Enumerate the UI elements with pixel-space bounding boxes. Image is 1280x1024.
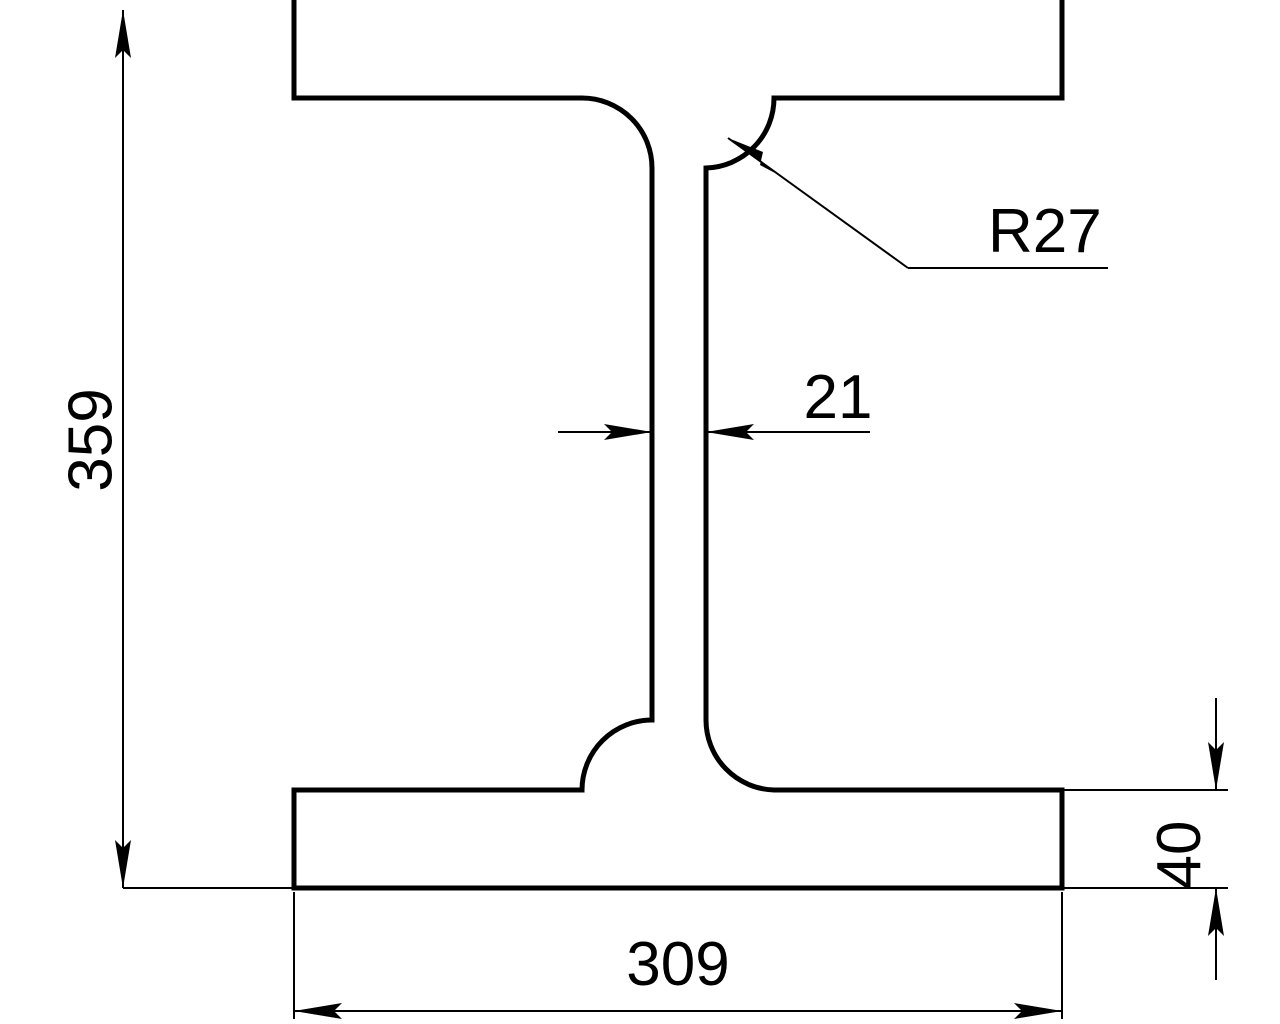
- dimension-label-web-thickness: 21: [804, 363, 873, 432]
- arrowhead-height-bottom: [115, 840, 131, 888]
- dimension-label-height: 359: [56, 388, 125, 491]
- dimension-label-width: 309: [626, 930, 729, 999]
- arrowhead-web-left: [604, 424, 652, 440]
- dimension-width-309: [293, 892, 1063, 1019]
- dimension-label-fillet-radius: R27: [988, 197, 1102, 266]
- arrowhead-flange-bottom: [1208, 888, 1224, 936]
- arrowhead-width-right: [1014, 1003, 1062, 1019]
- top-flange-path: [291, 0, 1065, 891]
- dimension-height-359: [122, 10, 300, 889]
- arrowhead-height-top: [115, 10, 131, 58]
- dimension-label-flange-thickness: 40: [1145, 821, 1214, 890]
- ibeam-profile-outline: [291, 0, 1065, 891]
- arrowhead-flange-top: [1208, 742, 1224, 790]
- arrowhead-web-right: [706, 424, 754, 440]
- arrowhead-width-left: [294, 1003, 342, 1019]
- arrowhead-fillet-radius: [728, 138, 775, 173]
